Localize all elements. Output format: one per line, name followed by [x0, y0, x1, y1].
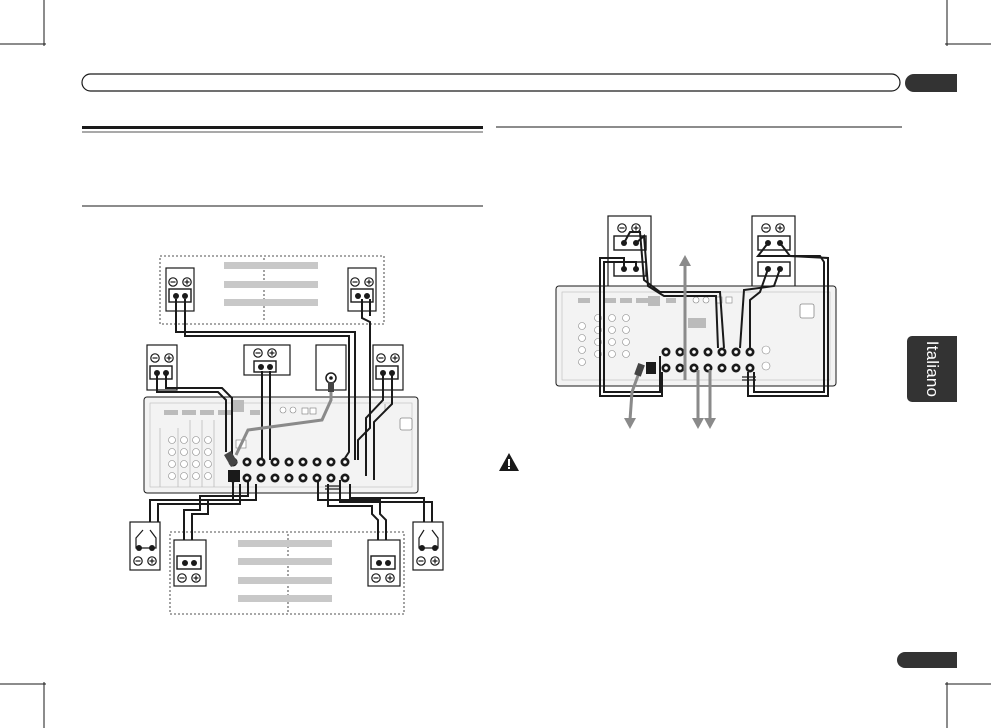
speaker-surround-back-right-b	[367, 539, 401, 587]
speaker-surround-left	[146, 344, 178, 391]
chapter-badge	[905, 74, 957, 92]
speaker-surround-back-right	[412, 521, 444, 571]
crop-mark-icon	[0, 0, 46, 46]
page-number-badge	[897, 652, 957, 668]
section-heading-rule	[82, 126, 483, 129]
language-tab-label: Italiano	[923, 340, 942, 398]
speaker-surround-back-left-b	[173, 539, 207, 587]
front-speaker-region	[159, 255, 385, 325]
subwoofer-cable	[224, 382, 334, 468]
speaker-right-bi-amp	[751, 215, 796, 289]
power-inlet	[399, 417, 413, 431]
receiver-back-panel	[555, 285, 837, 387]
rear-speaker-region	[169, 531, 405, 615]
label-placeholders	[238, 540, 332, 602]
speaker-center	[243, 344, 291, 376]
crop-mark-icon	[945, 682, 991, 728]
power-inlet	[799, 303, 815, 319]
language-tab: Italiano	[907, 336, 957, 402]
header-bar	[81, 73, 901, 92]
warning-triangle-icon	[499, 453, 519, 471]
crop-mark-icon	[945, 0, 991, 46]
speaker-surround-back-left	[129, 521, 161, 571]
connection-arrows	[624, 255, 716, 429]
crop-mark-icon	[0, 682, 46, 728]
speaker-wires	[149, 299, 433, 560]
speaker-surround-right	[372, 344, 404, 391]
speaker-front-left	[165, 267, 195, 312]
bi-amp-wires	[599, 231, 829, 397]
label-placeholders	[224, 262, 318, 306]
